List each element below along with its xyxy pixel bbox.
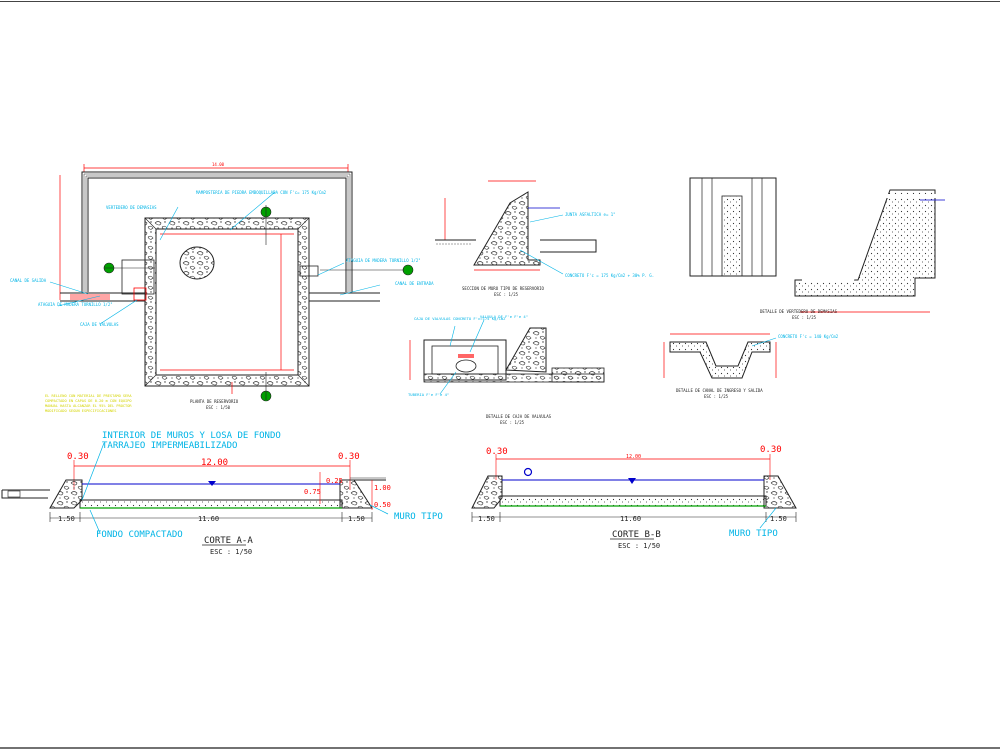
plan-callout-wood-screen-left: ATAGUIA DE MADERA TORNILLO 1/2" — [38, 302, 113, 307]
section-bb-dim-span: 12.00 — [626, 454, 641, 460]
plan-callout-wood-screen-right: ATAGUIA DE MADERA TORNILLO 1/2" — [346, 258, 421, 263]
wall-section-scale: ESC : 1/25 — [494, 292, 519, 297]
wall-section-callout-concrete: CONCRETO F'c = 175 Kg/Cm2 + 30% P. G. — [565, 273, 654, 278]
section-aa-dim-span: 12.00 — [201, 458, 228, 468]
section-bb-dim-bottom-mid: 11.60 — [620, 515, 641, 523]
section-aa-dim-bottom-mid: 11.60 — [198, 515, 219, 523]
valve-box-callout-valve: VALVULA DE F'e F'e 4" — [480, 314, 528, 319]
channel-detail: CONCRETO F'c = 140 Kg/Cm2 DETALLE DE CAN… — [663, 333, 839, 399]
plan-note-4: MODIFICADO SEGUN ESPECIFICACIONES — [45, 409, 116, 413]
section-aa-note-line-2: TARRAJEO IMPERMEABILIZADO — [102, 441, 237, 451]
section-bb-dim-top-right: 0.30 — [760, 445, 782, 455]
section-aa-scale: ESC : 1/50 — [210, 548, 252, 556]
section-aa-dim-top-left: 0.30 — [67, 452, 89, 462]
wall-section-title: SECCION DE MURO TIPO DE RESERVORIO — [462, 286, 544, 291]
plan-callout-outlet-channel: CANAL DE SALIDA — [10, 278, 47, 283]
valve-box-scale: ESC : 1/25 — [500, 420, 525, 425]
weir-detail: DETALLE DE VERTEDERO DE DEMASIAS ESC : 1… — [689, 177, 945, 320]
section-aa-dim-base: 0.50 — [374, 501, 391, 509]
wall-section-callout-joint: JUNTA ASFALTICA e= 1" — [565, 212, 616, 217]
section-aa: INTERIOR DE MUROS Y LOSA DE FONDO TARRAJ… — [1, 431, 443, 556]
plan-view: 14.00 — [10, 162, 434, 413]
plan-overall-dim: 14.00 — [212, 162, 225, 167]
section-aa-dim-top-right: 0.30 — [338, 452, 360, 462]
plan-note-1: EL RELLENO CON MATERIAL DE PRESTAMO SERA — [45, 394, 132, 398]
plan-note-2: COMPACTADO EN CAPAS DE 0.20 m CON EQUIPO — [45, 399, 132, 403]
section-aa-note-line-1: INTERIOR DE MUROS Y LOSA DE FONDO — [102, 431, 281, 441]
section-aa-callout-floor: FONDO COMPACTADO — [96, 530, 183, 540]
plan-callout-weir: VERTEDERO DE DEMASIAS — [106, 205, 157, 210]
section-bb-title: CORTE B-B — [612, 530, 661, 540]
section-aa-dim-wall-h: 1.00 — [374, 484, 391, 492]
plan-callout-masonry: MAMPOSTERIA DE PIEDRA EMBOQUILLADA CON F… — [196, 190, 327, 195]
channel-detail-scale: ESC : 1/25 — [704, 394, 729, 399]
valve-box-callout-pipe: TUBERIA F'e F'e 4" — [408, 392, 449, 397]
weir-detail-scale: ESC : 1/25 — [792, 315, 817, 320]
valve-box-title: DETALLE DE CAJA DE VALVULAS — [486, 414, 552, 419]
section-bb-callout-wall: MURO TIPO — [729, 529, 778, 539]
section-aa-dim-bottom-left: 1.50 — [58, 515, 75, 523]
plan-callout-valve-box: CAJA DE VALVULAS — [80, 322, 119, 327]
section-bb-dim-bottom-right: 1.50 — [770, 515, 787, 523]
plan-title: PLANTA DE RESERVORIO — [190, 399, 239, 404]
section-aa-callout-wall: MURO TIPO — [394, 512, 443, 522]
plan-scale: ESC : 1/50 — [206, 405, 231, 410]
weir-detail-title: DETALLE DE VERTEDERO DE DEMASIAS — [760, 309, 838, 314]
section-aa-title: CORTE A-A — [204, 536, 253, 546]
plan-callout-inlet-channel: CANAL DE ENTRADA — [395, 281, 434, 286]
section-aa-dim-depth: 0.75 — [304, 488, 321, 496]
section-aa-dim-bottom-right: 1.50 — [348, 515, 365, 523]
channel-detail-callout: CONCRETO F'c = 140 Kg/Cm2 — [778, 334, 839, 339]
section-bb-dim-bottom-left: 1.50 — [478, 515, 495, 523]
wall-section: JUNTA ASFALTICA e= 1" CONCRETO F'c = 175… — [435, 180, 654, 297]
section-bb: 0.30 0.30 12.00 1.50 11.60 1.50 MURO TIP… — [471, 445, 797, 550]
masonry-blob — [179, 246, 215, 280]
plan-note-3: MANUAL HASTA ALCANZAR EL 95% DEL PROCTOR — [45, 404, 132, 408]
section-bb-dim-top-left: 0.30 — [486, 447, 508, 457]
channel-detail-title: DETALLE DE CANAL DE INGRESO Y SALIDA — [676, 388, 763, 393]
valve-box-detail: CAJA DE VALVULAS CONCRETO F'c=175 Kg/Cm2… — [408, 314, 605, 425]
reservoir-interior — [155, 228, 299, 376]
section-aa-dim-freeboard: 0.25 — [326, 477, 343, 485]
valve-box-callout-box: CAJA DE VALVULAS CONCRETO F'c=175 Kg/Cm2 — [414, 316, 505, 321]
section-bb-scale: ESC : 1/50 — [618, 542, 660, 550]
